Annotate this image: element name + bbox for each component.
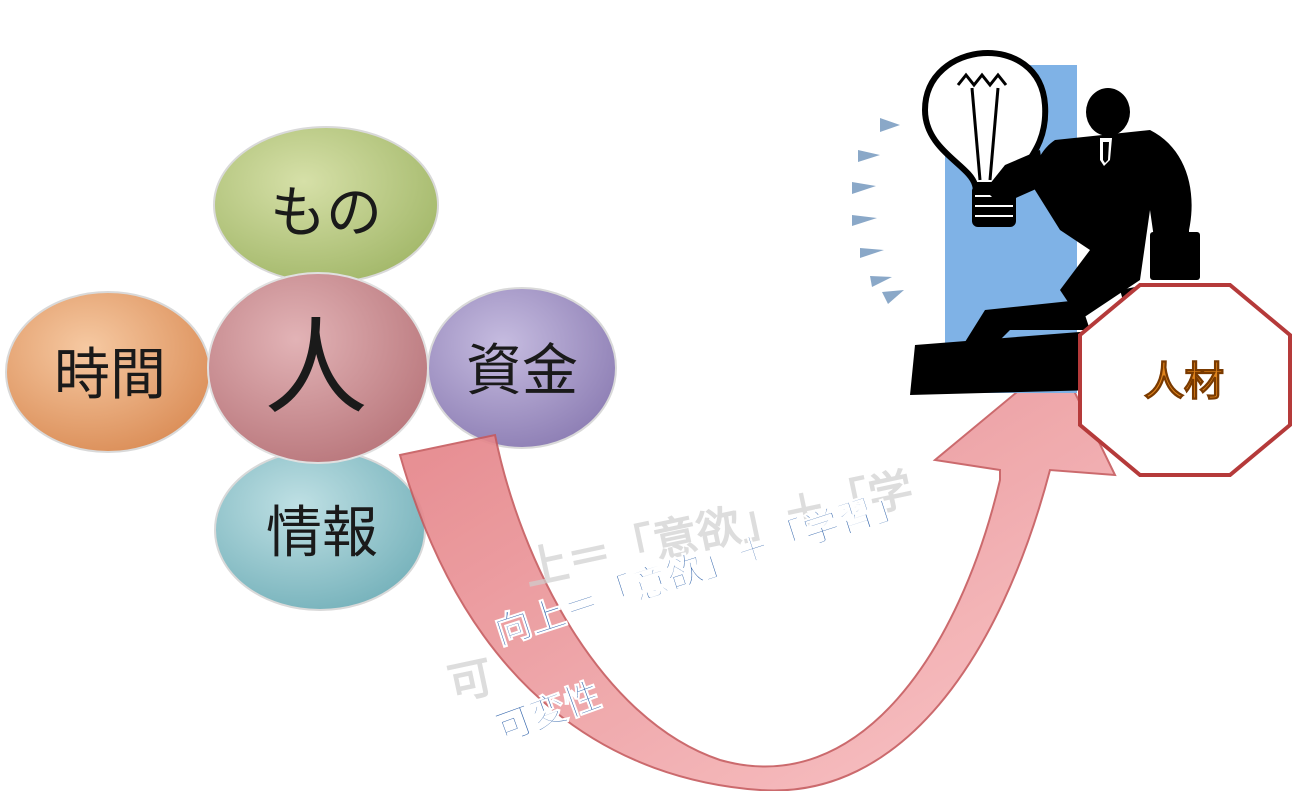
resource-circle-left: 時間 — [5, 291, 211, 453]
resource-cluster: もの 時間 資金 情報 人 — [5, 126, 617, 611]
businessman-icon — [960, 88, 1200, 365]
resource-label-right: 資金 — [466, 339, 578, 404]
result-label: 人材 — [1144, 359, 1224, 405]
resource-circle-top: もの — [213, 126, 439, 284]
resource-circle-right: 資金 — [427, 287, 617, 449]
light-rays-icon — [852, 118, 904, 304]
resource-circle-center: 人 — [207, 272, 429, 464]
resource-label-top: もの — [270, 181, 382, 246]
resource-label-bottom: 情報 — [266, 501, 378, 566]
lightbulb-businessman-icon — [852, 49, 1200, 395]
result-octagon: 人材 — [1078, 283, 1292, 477]
arrow-ghost-sub-label: 可 — [444, 652, 498, 711]
resource-label-left: 時間 — [54, 343, 166, 408]
resource-label-center: 人 — [264, 307, 368, 429]
resource-circle-bottom: 情報 — [214, 449, 426, 611]
